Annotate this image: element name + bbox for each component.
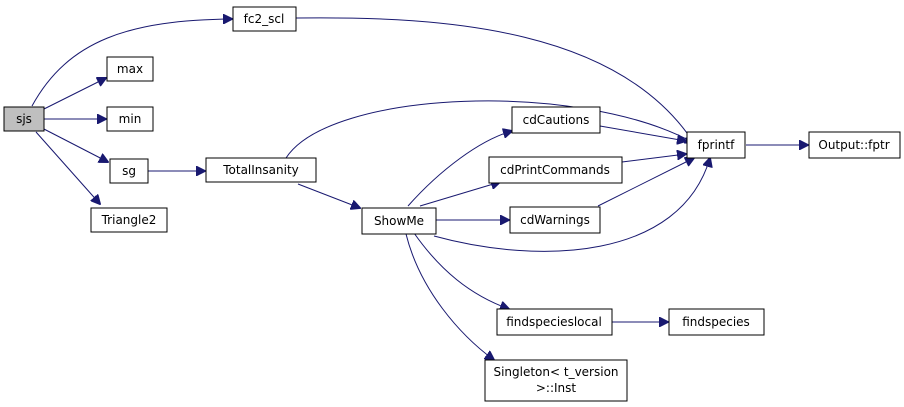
node-max[interactable]: max — [106, 56, 154, 82]
node-findspecies[interactable]: findspecies — [668, 308, 765, 336]
node-sg-label: sg — [122, 164, 136, 178]
node-cdcautions[interactable]: cdCautions — [511, 106, 601, 134]
node-output-fptr[interactable]: Output::fptr — [808, 131, 901, 159]
node-cdwarnings-label: cdWarnings — [520, 213, 590, 227]
edge-cdc-fprintf — [599, 125, 686, 141]
node-findspecieslocal[interactable]: findspecieslocal — [496, 308, 613, 336]
edge-show-fprintf — [433, 158, 710, 252]
node-fprintf-label: fprintf — [698, 138, 735, 152]
edge-show-cdc — [407, 131, 512, 207]
node-max-label: max — [117, 62, 143, 76]
edge-fc2-fprintf — [295, 17, 694, 143]
node-sjs[interactable]: sjs — [3, 106, 45, 132]
edge-sjs-fc2 — [31, 19, 232, 107]
node-fprintf[interactable]: fprintf — [686, 131, 746, 159]
node-fc2-scl-label: fc2_scl — [244, 12, 285, 26]
node-sjs-label: sjs — [16, 112, 32, 126]
node-cdwarnings[interactable]: cdWarnings — [509, 206, 601, 234]
edge-total-fprintf — [285, 100, 694, 159]
node-totalinsanity[interactable]: TotalInsanity — [205, 157, 317, 183]
node-cdcautions-label: cdCautions — [523, 113, 590, 127]
edge-show-cdp — [419, 182, 500, 207]
edge-sjs-max — [41, 78, 106, 111]
edge-show-fsl — [413, 232, 509, 309]
node-totalinsanity-label: TotalInsanity — [222, 163, 299, 177]
node-min[interactable]: min — [106, 106, 154, 132]
edge-cdp-fprintf — [621, 154, 686, 163]
edge-sjs-sg — [41, 127, 108, 162]
edge-sjs-tri — [35, 131, 100, 204]
node-sg[interactable]: sg — [109, 158, 149, 184]
edge-total-show — [297, 183, 360, 208]
node-showme-label: ShowMe — [374, 214, 424, 228]
node-showme[interactable]: ShowMe — [361, 207, 437, 235]
node-triangle2[interactable]: Triangle2 — [90, 207, 168, 233]
edge-show-single — [405, 233, 494, 360]
node-singleton-label-line1: Singleton< t_version — [493, 365, 618, 379]
node-singleton-label-line2: >::Inst — [536, 381, 577, 395]
node-cdprintcommands-label: cdPrintCommands — [500, 163, 610, 177]
node-min-label: min — [119, 112, 142, 126]
node-fc2-scl[interactable]: fc2_scl — [232, 6, 297, 32]
node-findspecies-label: findspecies — [682, 315, 750, 329]
node-triangle2-label: Triangle2 — [101, 213, 157, 227]
node-output-fptr-label: Output::fptr — [818, 138, 889, 152]
node-singleton-inst[interactable]: Singleton< t_version >::Inst — [484, 359, 628, 402]
node-findspecieslocal-label: findspecieslocal — [506, 315, 602, 329]
edge-cdw-fprintf — [597, 158, 694, 207]
node-cdprintcommands[interactable]: cdPrintCommands — [488, 156, 623, 184]
